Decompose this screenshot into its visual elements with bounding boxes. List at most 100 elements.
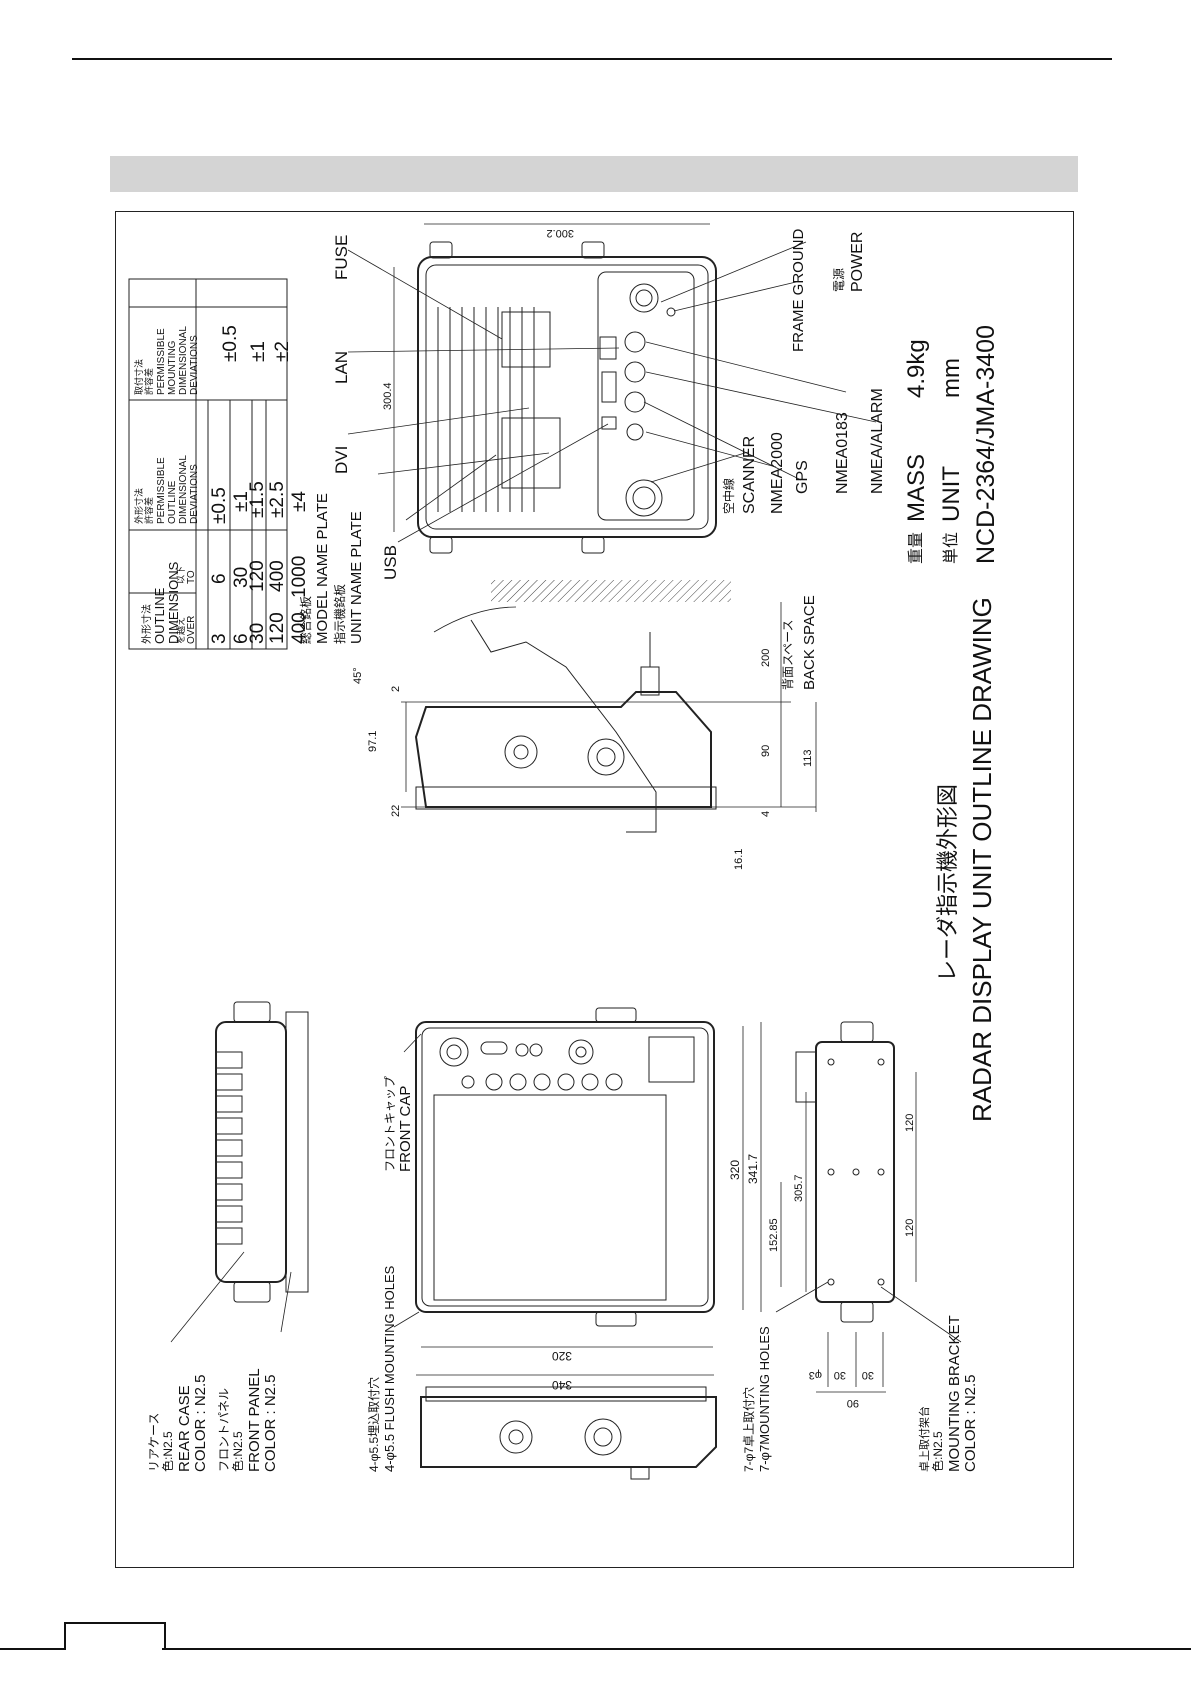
bracket-name: MOUNTING BRACKET [946, 1315, 963, 1472]
rear-case-color-jp: 色:N2.5 [161, 1431, 175, 1472]
title-block: 重量 MASS 4.9kg 単位 UNIT mm NCD-2364/JMA-34… [903, 325, 1000, 1122]
tol-col3-en3: DIMENSIONAL [178, 326, 189, 395]
front-cap-label: FRONT CAP [397, 1086, 414, 1172]
bracket-dim-30a: 30 [834, 1369, 846, 1381]
bracket-holes-label: 7-φ7MOUNTING HOLES [757, 1326, 772, 1472]
tol-row4-over: 120 [267, 612, 288, 644]
tol-row2-outline: ±1 [231, 491, 252, 512]
scanner-jp-label: 空中線 [721, 478, 736, 514]
usb-label: USB [381, 545, 400, 580]
power-label: POWER [849, 232, 866, 292]
tol-row4-mounting: ±1 [248, 341, 269, 362]
model-number: NCD-2364/JMA-3400 [972, 325, 1000, 564]
bracket-dim-15285: 152.85 [768, 1218, 780, 1252]
nmea-alarm-label: NMEA/ALARM [869, 388, 886, 494]
tol-row5-to: 1000 [289, 556, 310, 598]
side-dim-161: 16.1 [733, 849, 745, 870]
back-space-jp: 背面スペース [781, 619, 795, 690]
tol-row4-outline: ±2.5 [267, 481, 288, 518]
bracket-dim-120a: 120 [904, 1114, 916, 1132]
rear-case-name: REAR CASE [176, 1385, 193, 1472]
front-dim-320-h: 320 [728, 1160, 742, 1180]
bracket-color-jp: 色:N2.5 [931, 1431, 945, 1472]
tol-col2-en3: DIMENSIONAL [178, 455, 189, 524]
front-panel-color-jp: 色:N2.5 [231, 1431, 245, 1472]
title-en: RADAR DISPLAY UNIT OUTLINE DRAWING [967, 597, 997, 1122]
bracket-dim-90: 90 [847, 1397, 859, 1409]
side-dim-2: 2 [390, 686, 402, 692]
side-dim-22: 22 [390, 805, 402, 817]
side-dim-90: 90 [760, 745, 772, 757]
side-angle: 45° [352, 667, 364, 684]
tolerance-table: 外形寸法 OUTLINE DIMENSIONS を越え OVER 以下 TO 外… [128, 278, 310, 650]
unit-jp: 単位 [942, 532, 960, 564]
tol-col2-jp2: 許容差 [143, 497, 154, 524]
title-jp: レーダ指示機外形図 [935, 784, 960, 982]
tol-col1-header-en1: OUTLINE [152, 587, 167, 644]
model-name-plate-jp: 総合銘板 [298, 596, 313, 644]
gps-label: GPS [794, 460, 811, 494]
tol-row1-to: 6 [209, 573, 230, 584]
name-plate-labels: 総合銘板 MODEL NAME PLATE 指示機銘板 UNIT NAME PL… [298, 493, 365, 644]
tol-to-jp: 以下 [176, 566, 186, 584]
front-cap-jp: フロントキャップ [383, 1076, 397, 1172]
tol-col3-en1: PERMISSIBLE [156, 328, 167, 395]
side-dim-113: 113 [802, 749, 814, 767]
scanner-label: SCANNER [741, 436, 758, 514]
bracket-holes-jp: 7-φ7卓上取付穴 [741, 1387, 756, 1472]
tol-col2-en2: OUTLINE [167, 480, 178, 524]
rear-dim-width: 300.2 [546, 227, 574, 239]
front-panel-jp: フロントパネル [217, 1388, 231, 1472]
side-view: 45° 2 97.1 22 200 90 4 113 16.1 背面スペース B… [352, 580, 818, 870]
tol-row1-over: 3 [209, 633, 230, 644]
bracket-name-jp: 卓上取付架台 [917, 1406, 931, 1472]
back-space-label: BACK SPACE [801, 595, 818, 690]
page-number-tab [64, 1622, 166, 1650]
tol-row2-to: 30 [231, 567, 252, 588]
outline-drawing-frame: 外形寸法 OUTLINE DIMENSIONS を越え OVER 以下 TO 外… [115, 211, 1074, 1568]
footer-rule-left [0, 1648, 66, 1650]
flush-holes-jp: 4-φ5.5埋込取付穴 [366, 1377, 381, 1472]
tol-col3-en2: MOUNTING [167, 340, 178, 395]
tol-row1-outline: ±0.5 [209, 487, 230, 524]
rear-case-label: リアケース 色:N2.5 REAR CASE COLOR : N2.5 [147, 1374, 209, 1472]
rear-view: 300.2 300.4 FUSE LAN DVI USB 空中線 SCANNER… [332, 223, 886, 580]
footer-rule-right [162, 1648, 1191, 1650]
dvi-label: DVI [332, 446, 351, 474]
fuse-label: FUSE [332, 235, 351, 280]
bracket-color: COLOR : N2.5 [962, 1374, 979, 1472]
mass-jp: 重量 [907, 532, 925, 564]
bracket-dim-3057: 305.7 [793, 1174, 805, 1202]
header-rule [72, 58, 1112, 60]
nmea0183-label: NMEA0183 [834, 412, 851, 494]
rear-dim-height: 300.4 [382, 382, 394, 410]
bracket-dim-30b: 30 [862, 1369, 874, 1381]
tol-row1-mounting: ±0.5 [220, 325, 241, 362]
side-dim-971: 97.1 [367, 731, 379, 752]
flush-holes-label: 4-φ5.5 FLUSH MOUNTING HOLES [382, 1265, 397, 1472]
front-dim-340-w: 340 [552, 1378, 572, 1392]
tol-col1-header-en2: DIMENSIONS [166, 561, 181, 644]
tol-col3-jp2: 許容差 [143, 368, 154, 395]
tol-over-label: OVER [186, 616, 197, 644]
nmea2000-label: NMEA2000 [769, 432, 786, 514]
mass-label: MASS [903, 454, 930, 522]
front-panel-color: COLOR : N2.5 [262, 1374, 279, 1472]
tol-col2-jp1: 外形寸法 [133, 488, 144, 524]
frame-ground-label: FRAME GROUND [790, 229, 807, 353]
tol-to-label: TO [186, 570, 197, 584]
tol-row3-to: 120 [247, 560, 268, 592]
front-dim-3417: 341.7 [746, 1154, 760, 1184]
tol-over-jp: を越え [175, 617, 186, 644]
bracket-dim-phi3: φ3 [809, 1369, 822, 1381]
tol-row2-over: 6 [231, 633, 252, 644]
rear-case-color: COLOR : N2.5 [192, 1374, 209, 1472]
front-panel-name: FRONT PANEL [246, 1368, 263, 1472]
tol-row5-mounting: ±2 [272, 341, 293, 362]
unit-name-plate-jp: 指示機銘板 [332, 584, 347, 644]
lan-label: LAN [332, 351, 351, 384]
front-panel-label: フロントパネル 色:N2.5 FRONT PANEL COLOR : N2.5 [217, 1368, 279, 1472]
side-dim-200: 200 [760, 649, 772, 667]
tol-col2-en4: DEVIATIONS [189, 464, 200, 524]
tol-row5-outline: ±4 [289, 491, 310, 512]
